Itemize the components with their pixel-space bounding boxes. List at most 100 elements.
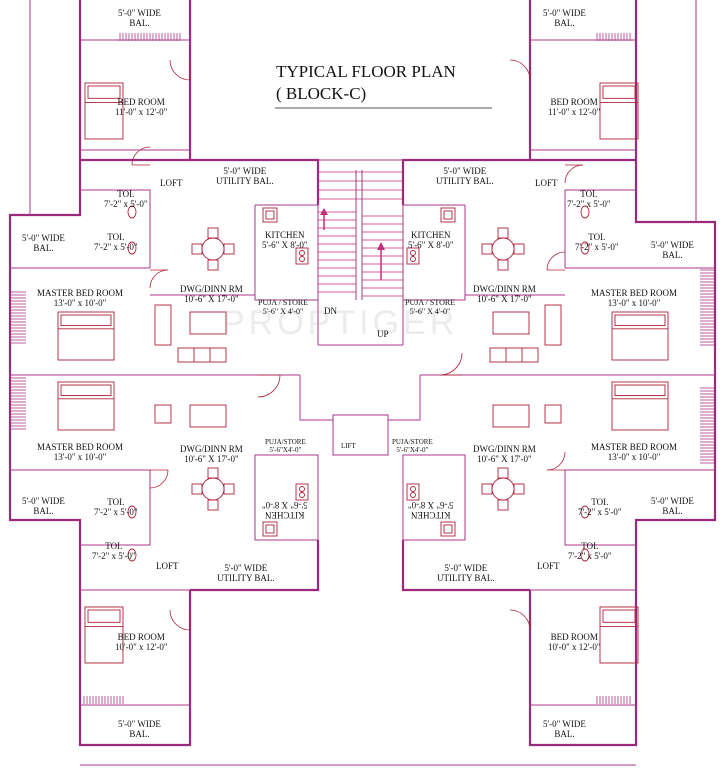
toilet-label: TOI.7'-2" x 5'-0" bbox=[92, 541, 136, 561]
bed-icon bbox=[599, 82, 639, 140]
door-icon bbox=[564, 164, 584, 184]
sofa-icon bbox=[489, 347, 539, 363]
door-swing bbox=[546, 251, 566, 271]
pillow-icon bbox=[602, 609, 636, 623]
door-swing bbox=[149, 469, 169, 489]
door-swing bbox=[546, 451, 566, 471]
toilet-label: TOI.7'-2" x 5'-0" bbox=[94, 497, 138, 517]
burner-icon bbox=[410, 250, 416, 256]
door-icon bbox=[131, 146, 151, 166]
toilet-label: TOI.7'-2" x 5'-0" bbox=[104, 189, 148, 209]
center-table-icon bbox=[189, 311, 227, 335]
bed-icon bbox=[57, 311, 115, 361]
door-swing bbox=[149, 269, 169, 289]
door-swing bbox=[439, 352, 463, 376]
toilet-icon bbox=[127, 241, 137, 255]
toilet-icon bbox=[580, 205, 590, 219]
toilet-icon bbox=[127, 548, 137, 562]
dining-table-icon bbox=[491, 477, 515, 501]
center-table-icon bbox=[492, 311, 530, 335]
sink-basin bbox=[443, 524, 453, 534]
dining-chair-icon bbox=[223, 243, 235, 255]
toilet-label: TOI.7'-2" x 5'-0" bbox=[94, 232, 138, 252]
bed-icon bbox=[611, 381, 669, 431]
burner-icon bbox=[299, 486, 305, 492]
pillow-icon bbox=[614, 384, 666, 397]
up-arrow-head-icon bbox=[377, 242, 385, 250]
sink-basin bbox=[443, 210, 453, 220]
door-swing bbox=[257, 374, 281, 398]
dining-chair-icon bbox=[207, 467, 219, 479]
sink-icon bbox=[440, 521, 456, 537]
balcony-railings bbox=[10, 33, 714, 704]
pillow-icon bbox=[602, 85, 636, 99]
burner-icon bbox=[410, 486, 416, 492]
dining-chair-icon bbox=[497, 467, 509, 479]
dining-table-icon bbox=[201, 477, 225, 501]
stove-icon bbox=[406, 247, 420, 265]
pillow-icon bbox=[614, 314, 666, 327]
toilet-label: TOI.7'-2" x 5'-0" bbox=[575, 232, 619, 252]
loft-label: LOFT bbox=[156, 561, 179, 571]
door-swing bbox=[169, 609, 191, 631]
dining-table-icon bbox=[201, 237, 225, 261]
door-swing bbox=[131, 146, 151, 166]
sofa-icon bbox=[177, 347, 227, 363]
walls bbox=[8, 0, 717, 766]
sink-icon bbox=[262, 207, 278, 223]
staircase bbox=[318, 170, 403, 300]
dn-arrow-head-icon bbox=[320, 208, 328, 215]
stove-icon bbox=[295, 483, 309, 501]
burner-icon bbox=[410, 492, 416, 498]
bed-icon bbox=[611, 311, 669, 361]
burner-icon bbox=[299, 492, 305, 498]
pillow-icon bbox=[60, 384, 112, 397]
dining-chair-icon bbox=[207, 259, 219, 271]
dining-table-icon bbox=[491, 237, 515, 261]
door-icon bbox=[546, 251, 566, 271]
dining-chair-icon bbox=[513, 243, 525, 255]
stove-icon bbox=[406, 483, 420, 501]
door-swing bbox=[509, 59, 531, 81]
dining-chair-icon bbox=[191, 483, 203, 495]
stove-icon bbox=[295, 247, 309, 265]
door-icon bbox=[509, 59, 531, 81]
dining-chair-icon bbox=[481, 483, 493, 495]
dining-chair-icon bbox=[207, 227, 219, 239]
sink-icon bbox=[440, 207, 456, 223]
toilet-icon bbox=[580, 505, 590, 519]
dining-chair-icon bbox=[223, 483, 235, 495]
armchair-icon bbox=[544, 404, 562, 424]
door-icon bbox=[149, 469, 169, 489]
dining-chair-icon bbox=[191, 243, 203, 255]
furniture bbox=[57, 82, 669, 664]
dining-chair-icon bbox=[207, 499, 219, 511]
dining-chair-icon bbox=[497, 227, 509, 239]
door-icon bbox=[169, 609, 191, 631]
armchair-icon bbox=[544, 304, 562, 346]
door-icon bbox=[257, 374, 281, 398]
